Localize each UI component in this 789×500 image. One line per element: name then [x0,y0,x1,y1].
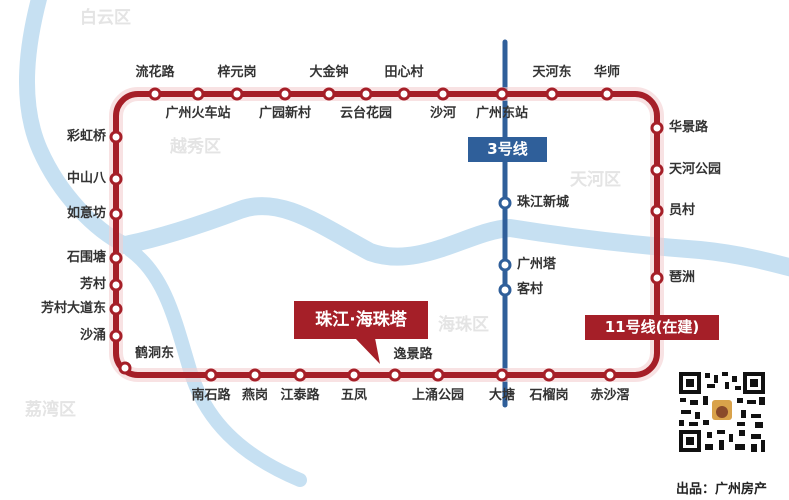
station-marker[interactable] [359,87,373,101]
station-marker[interactable] [397,87,411,101]
station-label[interactable]: 天河东 [532,65,572,80]
district-label: 荔湾区 [25,400,76,420]
station-label[interactable]: 鹤洞东 [135,346,175,361]
station-marker[interactable] [650,204,664,218]
station-label[interactable]: 中山八 [66,171,106,186]
station-label[interactable]: 广园新村 [258,106,311,121]
station-marker[interactable] [650,271,664,285]
station-marker[interactable] [436,87,450,101]
station-label[interactable]: 员村 [669,203,696,218]
station-marker[interactable] [109,130,123,144]
line-11-badge: 11号线(在建) [585,315,719,340]
station-marker[interactable] [545,87,559,101]
station-marker[interactable] [109,278,123,292]
station-marker[interactable] [542,368,556,382]
station-label[interactable]: 芳村 [79,277,106,292]
station-label[interactable]: 上涌公园 [411,388,464,403]
station-marker[interactable] [148,87,162,101]
station-marker[interactable] [650,121,664,135]
station-marker[interactable] [495,87,509,101]
station-marker[interactable] [248,368,262,382]
river-south-branch [123,243,307,487]
river-main [116,197,789,277]
station-label[interactable]: 沙河 [429,106,456,121]
station-marker[interactable] [191,87,205,101]
station-marker[interactable] [431,368,445,382]
station-marker[interactable] [322,87,336,101]
station-marker[interactable] [278,87,292,101]
station-marker[interactable] [109,251,123,265]
station-marker[interactable] [498,258,512,272]
credit-text: 出品：广州房产 [676,482,768,497]
station-label[interactable]: 大金钟 [309,65,349,80]
station-label[interactable]: 流花路 [135,65,175,80]
station-label[interactable]: 石榴岗 [529,388,569,403]
callout-pointer [355,338,380,364]
callout-zhujiang-haizhu-tower: 珠江·海珠塔 [294,301,428,339]
station-label[interactable]: 江泰路 [280,388,320,403]
station-label[interactable]: 南石路 [191,388,231,403]
station-label[interactable]: 逸景路 [393,347,433,362]
station-label[interactable]: 田心村 [384,65,424,80]
station-marker[interactable] [495,368,509,382]
station-label[interactable]: 珠江新城 [517,195,570,210]
station-marker[interactable] [293,368,307,382]
qr-code-icon[interactable] [677,370,767,454]
line-3-stations [498,196,512,297]
station-label[interactable]: 华景路 [669,120,709,135]
station-label[interactable]: 广州火车站 [165,106,231,121]
district-label: 天河区 [570,170,621,190]
station-label[interactable]: 天河公园 [669,162,722,177]
station-marker[interactable] [109,302,123,316]
district-label: 越秀区 [170,137,221,157]
station-label[interactable]: 琶洲 [669,270,696,285]
station-marker[interactable] [109,329,123,343]
station-label[interactable]: 芳村大道东 [40,301,106,316]
station-label[interactable]: 燕岗 [241,388,268,403]
station-label[interactable]: 客村 [517,282,544,297]
station-label[interactable]: 赤沙滘 [590,388,630,403]
district-label: 海珠区 [438,315,489,335]
station-marker[interactable] [118,361,132,375]
station-marker[interactable] [498,283,512,297]
district-label: 白云区 [80,8,131,28]
station-label[interactable]: 沙涌 [79,328,106,343]
station-marker[interactable] [498,196,512,210]
station-label[interactable]: 五凤 [340,388,367,403]
station-label[interactable]: 石围塘 [66,250,106,265]
station-marker[interactable] [600,87,614,101]
station-marker[interactable] [109,207,123,221]
river-north-branch [19,0,133,253]
station-label[interactable]: 广州塔 [517,257,557,272]
station-label[interactable]: 广州东站 [475,106,528,121]
line-11-stations [109,87,664,382]
station-marker[interactable] [603,368,617,382]
station-label[interactable]: 梓元岗 [217,65,257,80]
station-label[interactable]: 云台花园 [339,106,392,121]
station-label[interactable]: 大塘 [488,388,515,403]
station-marker[interactable] [204,368,218,382]
station-marker[interactable] [109,172,123,186]
station-marker[interactable] [650,163,664,177]
station-marker[interactable] [230,87,244,101]
station-marker[interactable] [388,368,402,382]
station-marker[interactable] [347,368,361,382]
line-11 [109,87,664,382]
line-3-badge: 3号线 [468,137,547,162]
station-label[interactable]: 彩虹桥 [66,129,106,144]
station-label[interactable]: 如意坊 [66,206,106,221]
station-label[interactable]: 华师 [593,65,620,80]
